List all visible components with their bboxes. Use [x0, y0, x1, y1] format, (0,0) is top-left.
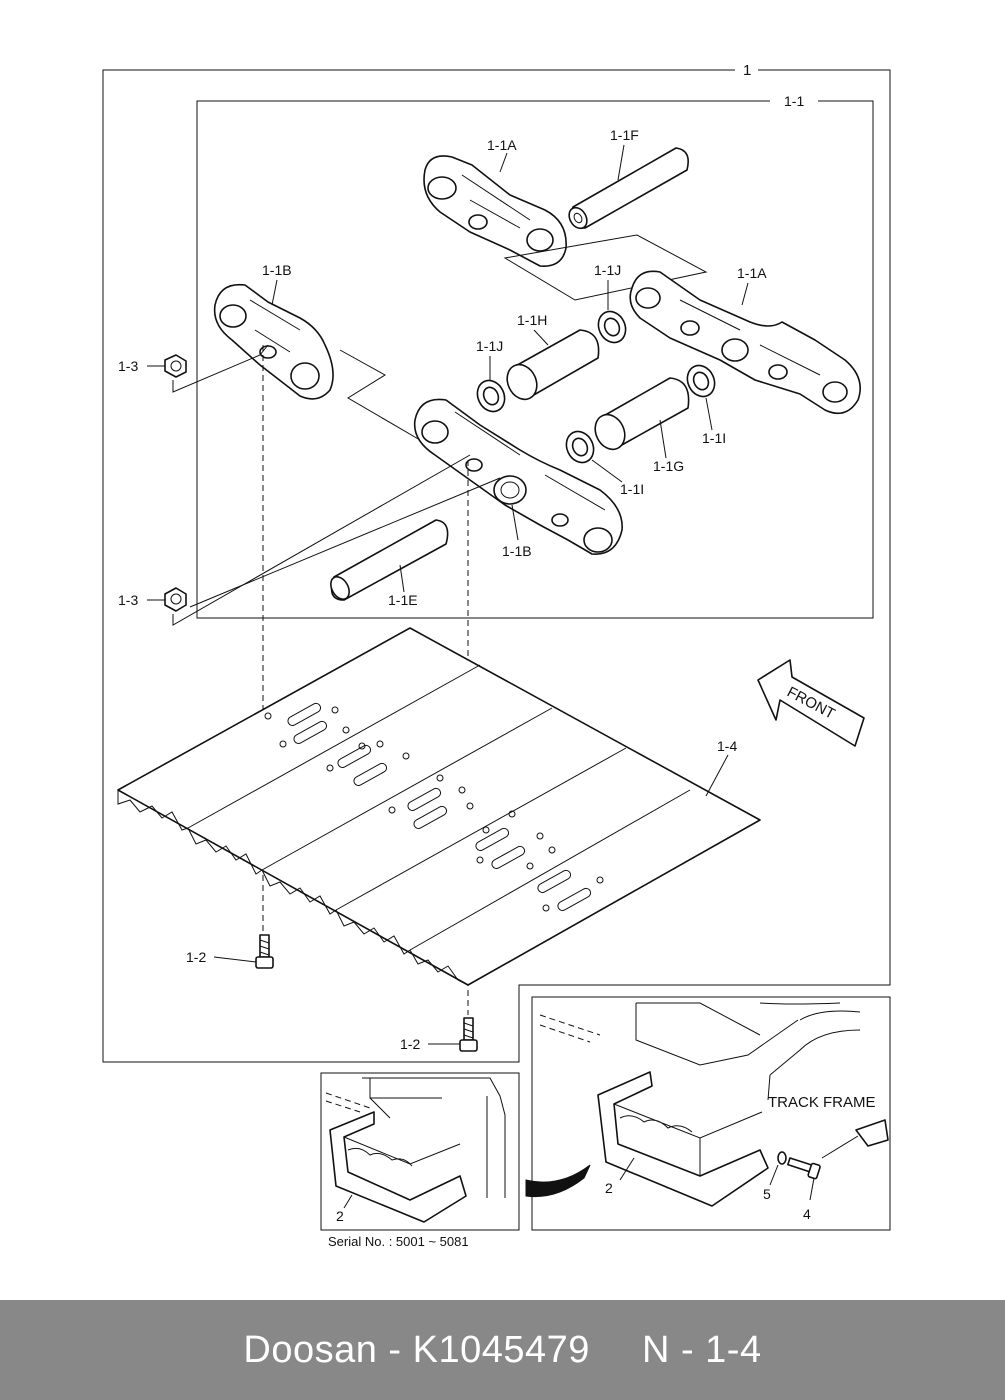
label-assembly: 1 [743, 62, 751, 79]
seal-1-1i-right [686, 364, 716, 398]
label-bolt-4: 4 [803, 1206, 811, 1222]
label-track-shoe: 1-4 [717, 738, 737, 754]
footer-page-ref: N - 1-4 [641, 1328, 762, 1371]
link-1-1a-top [423, 155, 567, 267]
label-bushing-1-1g: 1-1G [653, 458, 684, 474]
label-link-1-1a-right: 1-1A [737, 265, 767, 281]
footer-caption: Doosan - K1045479 N - 1-4 [0, 1300, 1005, 1400]
link-1-1a-right [629, 270, 861, 415]
label-washer-5: 5 [763, 1186, 771, 1202]
label-pin-1-1e: 1-1E [388, 592, 418, 608]
serial-number-note: Serial No. : 5001 ~ 5081 [328, 1234, 469, 1249]
bolt-4 [787, 1157, 821, 1180]
step-inset-right [539, 1002, 861, 1207]
link-1-1b-left [213, 283, 334, 400]
footer-brand: Doosan [243, 1328, 378, 1371]
pin-1-1f [568, 147, 689, 230]
label-link-1-1a-top: 1-1A [487, 137, 517, 153]
label-bolt-1-2-bottom: 1-2 [400, 1036, 420, 1052]
bushing-1-1g [594, 377, 690, 451]
label-seal-1-1i-right: 1-1I [702, 430, 726, 446]
step-inset-left [325, 1077, 506, 1223]
label-link-assembly: 1-1 [784, 93, 804, 109]
label-track-frame: TRACK FRAME [768, 1094, 876, 1111]
label-nut-1-3-lower: 1-3 [118, 592, 138, 608]
seal-1-1j-left [476, 379, 506, 413]
pin-1-1e [330, 519, 449, 601]
label-pin-1-1f: 1-1F [610, 127, 639, 143]
label-step-right: 2 [605, 1180, 613, 1196]
parts-diagram: 1 1-1 1-1A 1-1F 1-1A 1-1J [102, 62, 891, 1249]
seal-1-1j-upper [597, 310, 627, 344]
washer-5 [777, 1151, 787, 1165]
label-link-1-1b-left: 1-1B [262, 262, 292, 278]
track-frame-stub [855, 1119, 889, 1147]
bolt-1-2-bottom [459, 1017, 478, 1052]
footer-separator: - [377, 1328, 413, 1371]
label-step-left: 2 [336, 1208, 344, 1224]
label-seal-1-1j-left: 1-1J [476, 338, 503, 354]
seal-1-1i-center [565, 430, 595, 464]
track-shoe-assembly [117, 627, 761, 986]
label-bushing-1-1h: 1-1H [517, 312, 547, 328]
nut-1-3-upper [164, 354, 187, 378]
footer-part-number: K1045479 [412, 1328, 590, 1371]
front-direction-arrow: FRONT [757, 659, 865, 747]
label-link-1-1b-center: 1-1B [502, 543, 532, 559]
link-1-1b-center [413, 398, 623, 555]
bolt-1-2-left [255, 934, 274, 969]
transition-arrow [525, 1164, 591, 1198]
label-seal-1-1i-center: 1-1I [620, 481, 644, 497]
nut-1-3-lower [164, 587, 187, 612]
label-bolt-1-2-left: 1-2 [186, 949, 206, 965]
bushing-1-1h [506, 329, 600, 401]
label-seal-1-1j-upper: 1-1J [594, 262, 621, 278]
label-nut-1-3-upper: 1-3 [118, 358, 138, 374]
